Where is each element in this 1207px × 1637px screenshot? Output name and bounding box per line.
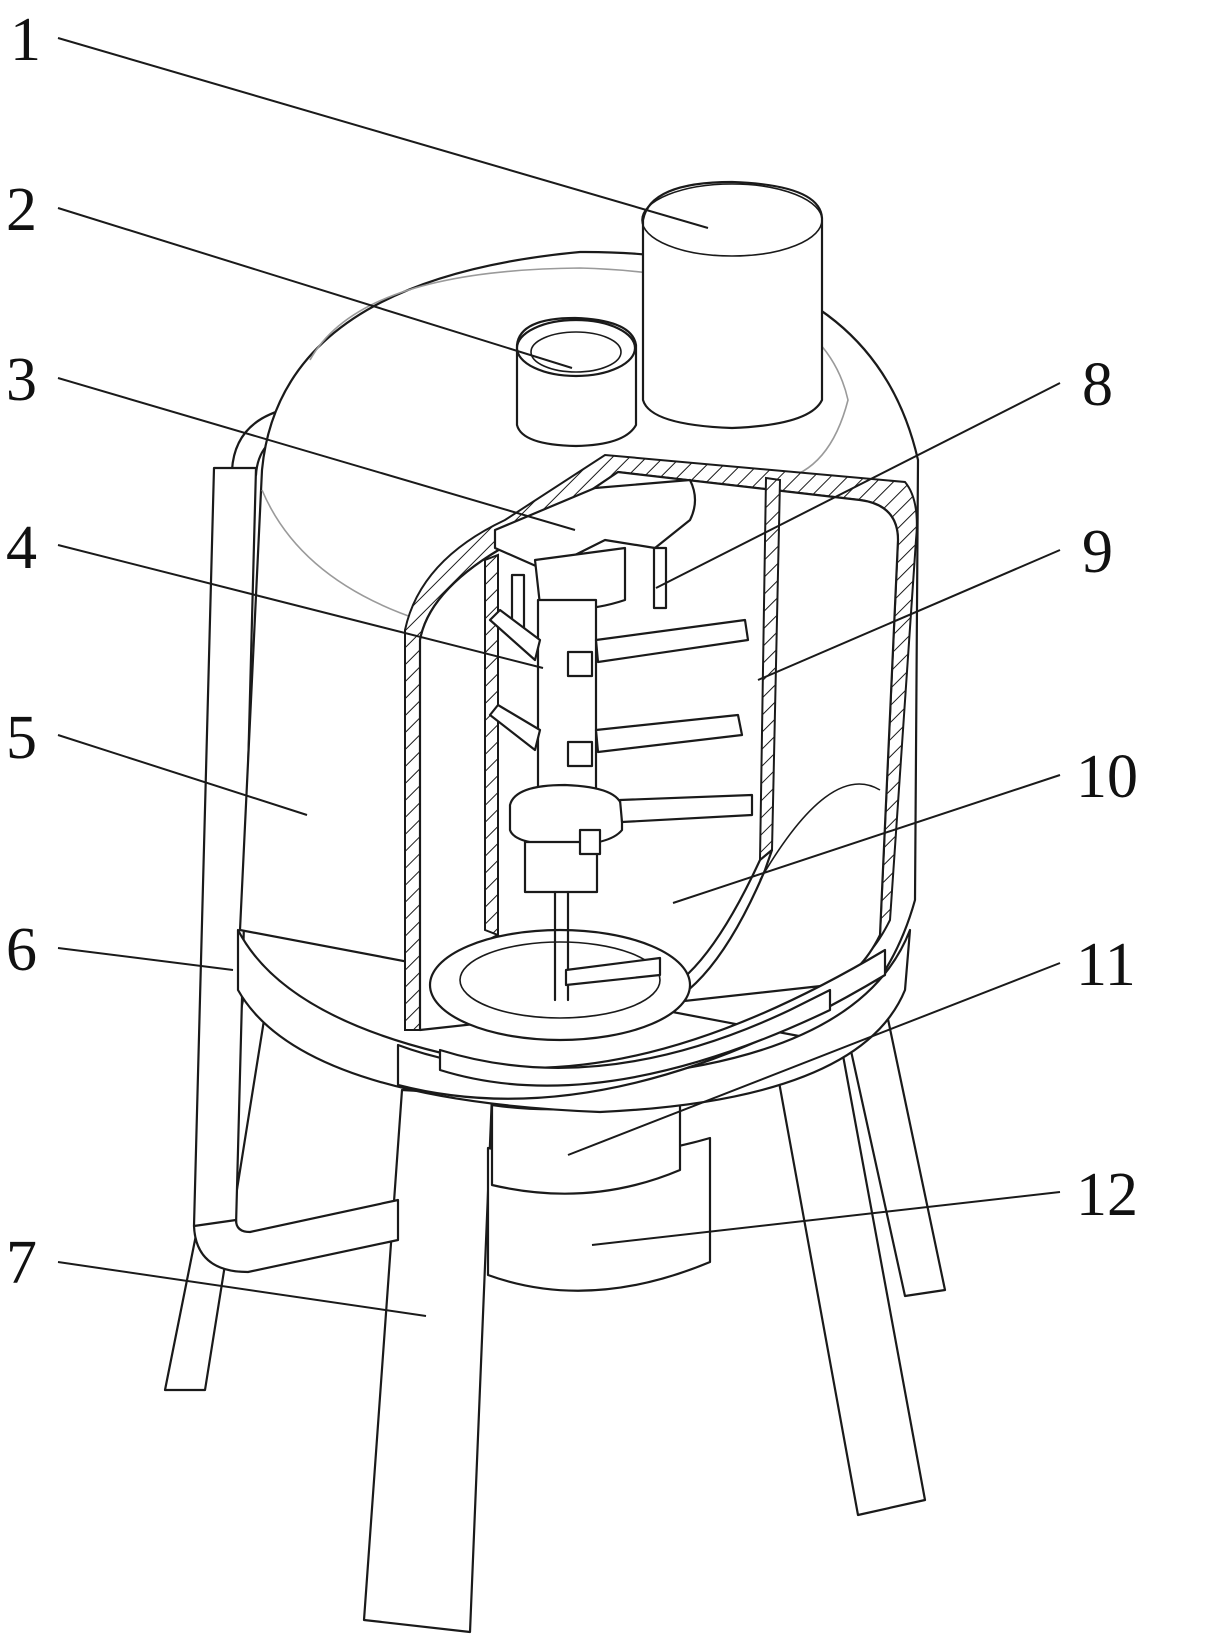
label-10: 10 bbox=[1076, 743, 1138, 811]
blade-top-left bbox=[488, 608, 542, 662]
blade-low-right bbox=[618, 793, 754, 824]
leader-3 bbox=[57, 377, 576, 531]
label-6: 6 bbox=[6, 916, 37, 984]
stirrer-assembly bbox=[488, 478, 881, 1002]
leader-7 bbox=[57, 1261, 427, 1317]
guide-rod-right bbox=[652, 546, 668, 610]
leader-8 bbox=[655, 382, 1061, 589]
leader-9 bbox=[757, 549, 1061, 681]
reference-numerals: 1 2 3 4 5 6 7 8 9 10 11 12 bbox=[6, 6, 1138, 1297]
bottom-drive bbox=[486, 1090, 712, 1292]
label-9: 9 bbox=[1082, 518, 1113, 586]
label-4: 4 bbox=[6, 514, 37, 582]
leader-6 bbox=[57, 947, 234, 971]
label-2: 2 bbox=[6, 176, 37, 244]
leader-5 bbox=[57, 734, 308, 816]
label-12: 12 bbox=[1076, 1161, 1138, 1229]
blade-bottom bbox=[564, 956, 662, 987]
top-mount-plate bbox=[493, 478, 697, 572]
blade-mid-right bbox=[594, 713, 744, 754]
leg-front-left bbox=[362, 1088, 494, 1634]
leader-2 bbox=[57, 207, 573, 369]
label-11: 11 bbox=[1076, 931, 1136, 999]
label-3: 3 bbox=[6, 346, 37, 414]
leader-1 bbox=[57, 37, 709, 229]
motor-top bbox=[641, 180, 824, 430]
leader-12 bbox=[591, 1191, 1061, 1246]
inner-cylinder-left-wall bbox=[484, 553, 499, 937]
outlet-ring bbox=[428, 928, 692, 1042]
label-1: 1 bbox=[10, 6, 41, 74]
top-components bbox=[515, 180, 824, 448]
label-5: 5 bbox=[6, 704, 37, 772]
leader-4 bbox=[57, 544, 544, 669]
label-7: 7 bbox=[6, 1229, 37, 1297]
label-8: 8 bbox=[1082, 351, 1113, 419]
blade-mid-left bbox=[488, 703, 542, 752]
leader-11 bbox=[567, 962, 1061, 1156]
leader-10 bbox=[672, 774, 1061, 904]
leader-lines bbox=[57, 37, 1061, 1317]
blade-top-right bbox=[594, 618, 750, 664]
